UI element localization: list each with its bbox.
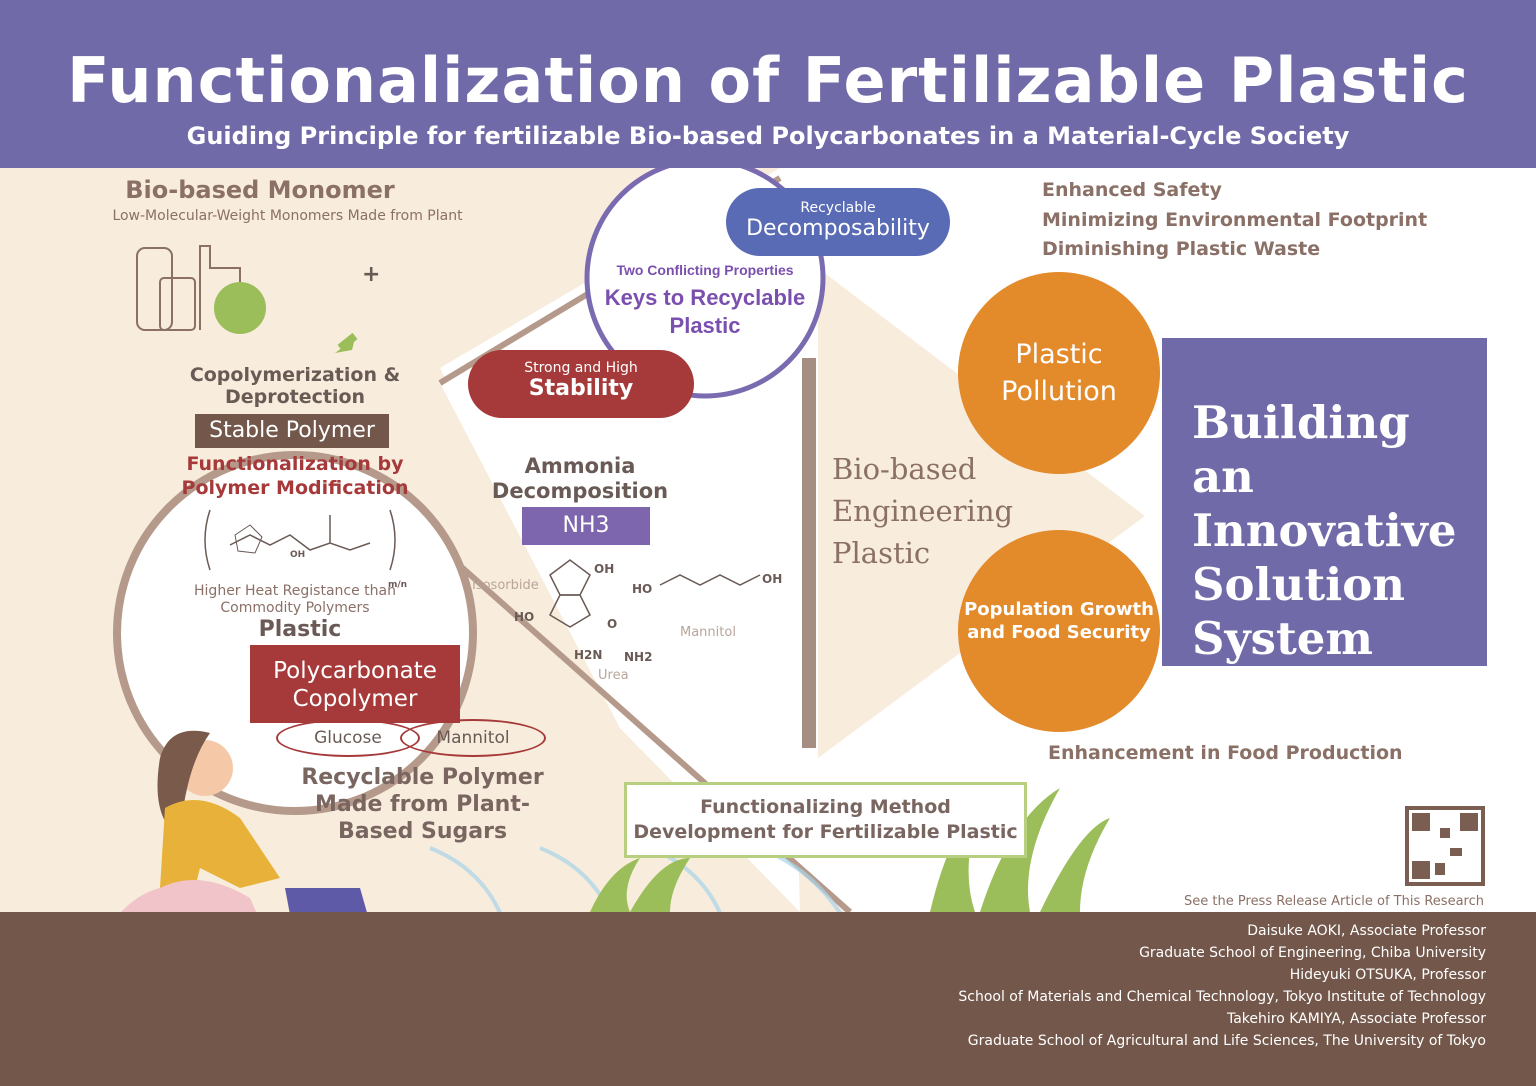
decomp-small: Recyclable [800, 200, 876, 216]
qr-code-icon [1405, 806, 1485, 886]
plastic-pollution-circle: Plastic Pollution [958, 272, 1160, 474]
stability-pill: Strong and High Stability [468, 350, 694, 418]
benefits-list: Enhanced Safety Minimizing Environmental… [1042, 176, 1427, 265]
globe-icon [214, 282, 266, 334]
monomer-subtitle: Low-Molecular-Weight Monomers Made from … [112, 208, 463, 224]
mannitol-label: Mannitol [680, 625, 736, 640]
stab-big: Stability [528, 376, 634, 401]
woman-illustration [121, 730, 367, 912]
ratio-label: m/n [388, 580, 408, 590]
ammonia-label: Ammonia Decomposition [491, 454, 669, 503]
credit-line: Daisuke AOKI, Associate Professor [1247, 923, 1486, 939]
heat-resistance-label: Higher Heat Registance than Commodity Po… [194, 583, 396, 616]
food-production-label: Enhancement in Food Production [1048, 742, 1403, 764]
isosorbide-label: Isosorbide [472, 578, 539, 593]
benefit-item: Enhanced Safety [1042, 179, 1222, 201]
bottles-icon [136, 245, 241, 331]
credits: Daisuke AOKI, Associate Professor Gradua… [958, 920, 1486, 1052]
recyclable-polymer-label: Recyclable Polymer Made from Plant-Based… [301, 765, 544, 844]
nh3-badge: NH3 [522, 507, 650, 545]
stable-polymer-badge: Stable Polymer [195, 414, 389, 448]
oh-label: OH [290, 550, 306, 560]
glucose-ellipse: Glucose [276, 719, 420, 757]
credit-line: Takehiro KAMIYA, Associate Professor [1226, 1011, 1486, 1027]
plus-sign: + [362, 262, 381, 287]
credit-line: Graduate School of Engineering, Chiba Un… [1139, 945, 1486, 961]
watering-can-icon [285, 888, 367, 912]
solution-box: Building an Innovative Solution System [1162, 338, 1487, 666]
two-properties-label: Two Conflicting Properties [616, 262, 794, 278]
population-growth-circle: Population Growth and Food Security [958, 530, 1160, 732]
molecule-structures-icon [549, 559, 761, 628]
isosorbide-ho: HO [514, 610, 535, 624]
monomer-title: Bio-based Monomer [125, 176, 395, 204]
credit-line: Hideyuki OTSUKA, Professor [1289, 967, 1486, 983]
page-title: Functionalization of Fertilizable Plasti… [67, 44, 1469, 117]
stab-small: Strong and High [524, 360, 638, 376]
urea-nh2: NH2 [624, 650, 653, 664]
press-release-link[interactable]: See the Press Release Article of This Re… [1184, 894, 1484, 909]
mannitol-ellipse: Mannitol [400, 719, 546, 757]
polycarbonate-badge: Polycarbonate Copolymer [250, 645, 460, 723]
decomp-big: Decomposability [746, 216, 930, 241]
benefit-item: Diminishing Plastic Waste [1042, 238, 1321, 260]
bio-plastic-label: Bio-based Engineering Plastic [832, 452, 1014, 570]
urea-h2n: H2N [574, 648, 603, 662]
mannitol-oh: OH [762, 572, 783, 586]
credit-line: Graduate School of Agricultural and Life… [967, 1033, 1486, 1049]
urea-o: O [607, 617, 618, 631]
page-subtitle: Guiding Principle for fertilizable Bio-b… [186, 122, 1350, 150]
keys-label: Keys to Recyclable Plastic [604, 285, 806, 338]
header: Functionalization of Fertilizable Plasti… [0, 0, 1536, 168]
polymer-structure-icon [204, 509, 396, 571]
plastic-label: Plastic [258, 617, 342, 642]
background-shapes [0, 168, 1485, 912]
green-arrow-icon [335, 338, 355, 353]
method-box: Functionalizing Method Development for F… [624, 782, 1027, 858]
process-label: Copolymerization & Deprotection [189, 364, 401, 408]
decomposability-pill: Recyclable Decomposability [726, 188, 950, 256]
urea-label: Urea [598, 668, 629, 683]
mannitol-ho: HO [632, 582, 653, 596]
soil-band [0, 912, 1536, 1086]
isosorbide-oh: OH [594, 562, 615, 576]
arrow-bar [802, 358, 816, 748]
benefit-item: Minimizing Environmental Footprint [1042, 208, 1428, 231]
credit-line: School of Materials and Chemical Technol… [958, 989, 1486, 1005]
functionalization-label: Functionalization by Polymer Modificatio… [181, 453, 409, 499]
arrow-shape [818, 268, 1145, 758]
